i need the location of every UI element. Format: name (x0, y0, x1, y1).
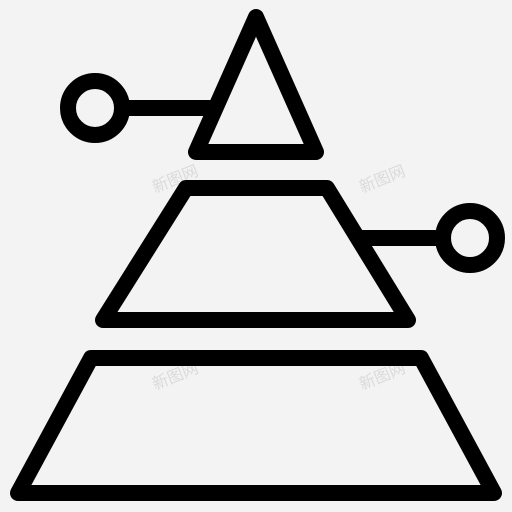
pyramid-top-triangle (188, 9, 324, 160)
watermark-text: 新图网 (356, 161, 408, 197)
pyramid-bottom-tier (10, 350, 502, 501)
left-connector-dot (60, 73, 130, 143)
pyramid-middle-tier (95, 180, 416, 328)
right-connector-dot (435, 203, 505, 273)
